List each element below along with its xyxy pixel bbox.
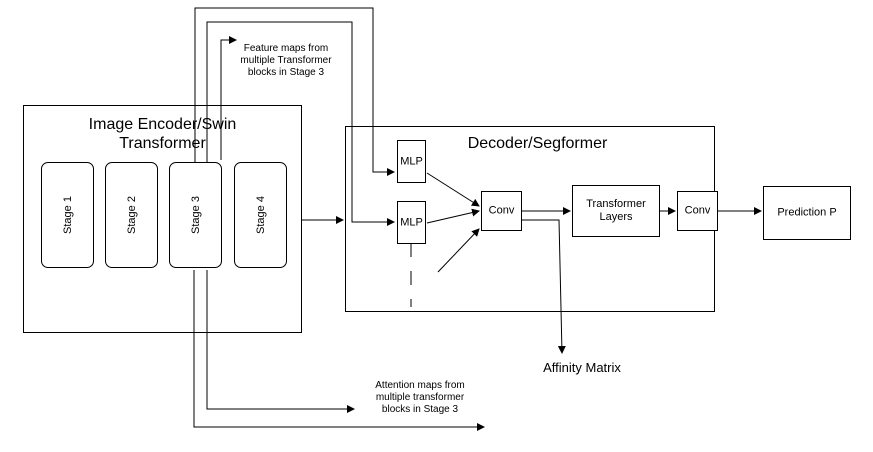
mlp-bottom-to-conv-arrow	[426, 208, 480, 224]
feature-maps-line2: multiple Transformer	[240, 55, 332, 66]
affinity-matrix-label: Affinity Matrix	[543, 360, 621, 375]
mlp-bottom-block: MLP	[397, 201, 426, 244]
image-encoder-container	[23, 105, 302, 333]
extra-branch-to-conv-arrow	[437, 228, 480, 273]
prediction-block: Prediction P	[763, 186, 851, 240]
stage-1-block: Stage 1	[41, 162, 94, 268]
stage-3-label: Stage 3	[189, 196, 202, 234]
stage-2-label: Stage 2	[125, 196, 138, 234]
conv-first-block: Conv	[481, 191, 522, 231]
transformer-layers-block: Transformer Layers	[572, 185, 660, 237]
conv-to-affinity-arrow	[522, 219, 566, 354]
stage-3-block: Stage 3	[169, 162, 222, 268]
stage-4-label: Stage 4	[254, 196, 267, 234]
encoder-title-line1: Image Encoder/Swin	[88, 116, 237, 133]
prediction-label: Prediction P	[777, 206, 837, 219]
mlp-top-label: MLP	[400, 155, 423, 167]
stage3-to-attention-maps-arrow	[206, 270, 355, 413]
stage-4-block: Stage 4	[234, 162, 287, 268]
stage-1-label: Stage 1	[61, 196, 74, 234]
encoder-title-line2: Transformer	[119, 135, 206, 152]
stage3-to-feature-maps-arrow	[220, 36, 237, 160]
stage3-bottom-loop-arrow	[193, 270, 485, 431]
conv-second-block: Conv	[677, 191, 718, 231]
transformer-label-line2: Layers	[599, 211, 633, 223]
feature-maps-annotation: Feature maps from multiple Transformer b…	[226, 43, 346, 79]
mlp-top-to-conv-arrow	[426, 172, 480, 207]
conv-first-label: Conv	[488, 204, 515, 217]
mlp-bottom-label: MLP	[400, 216, 423, 228]
conv-second-label: Conv	[684, 204, 711, 217]
decoder-title: Decoder/Segformer	[467, 135, 608, 152]
attention-maps-annotation: Attention maps from multiple transformer…	[360, 380, 480, 416]
attention-maps-line3: blocks in Stage 3	[381, 404, 459, 415]
attention-maps-line1: Attention maps from	[375, 380, 465, 391]
stage3-to-mlp-feature-connector	[206, 21, 395, 226]
feature-maps-line1: Feature maps from	[243, 43, 329, 54]
attention-maps-line2: multiple transformer	[375, 392, 465, 403]
transformer-layers-label: Transformer Layers	[573, 198, 659, 224]
encoder-title: Image Encoder/Swin Transformer	[23, 115, 302, 153]
stage-2-block: Stage 2	[105, 162, 158, 268]
transformer-label-line1: Transformer	[586, 198, 646, 210]
stage3-to-mlp-bottom-connector	[194, 7, 395, 176]
feature-maps-line3: blocks in Stage 3	[247, 67, 325, 78]
mlp-top-block: MLP	[397, 140, 426, 183]
